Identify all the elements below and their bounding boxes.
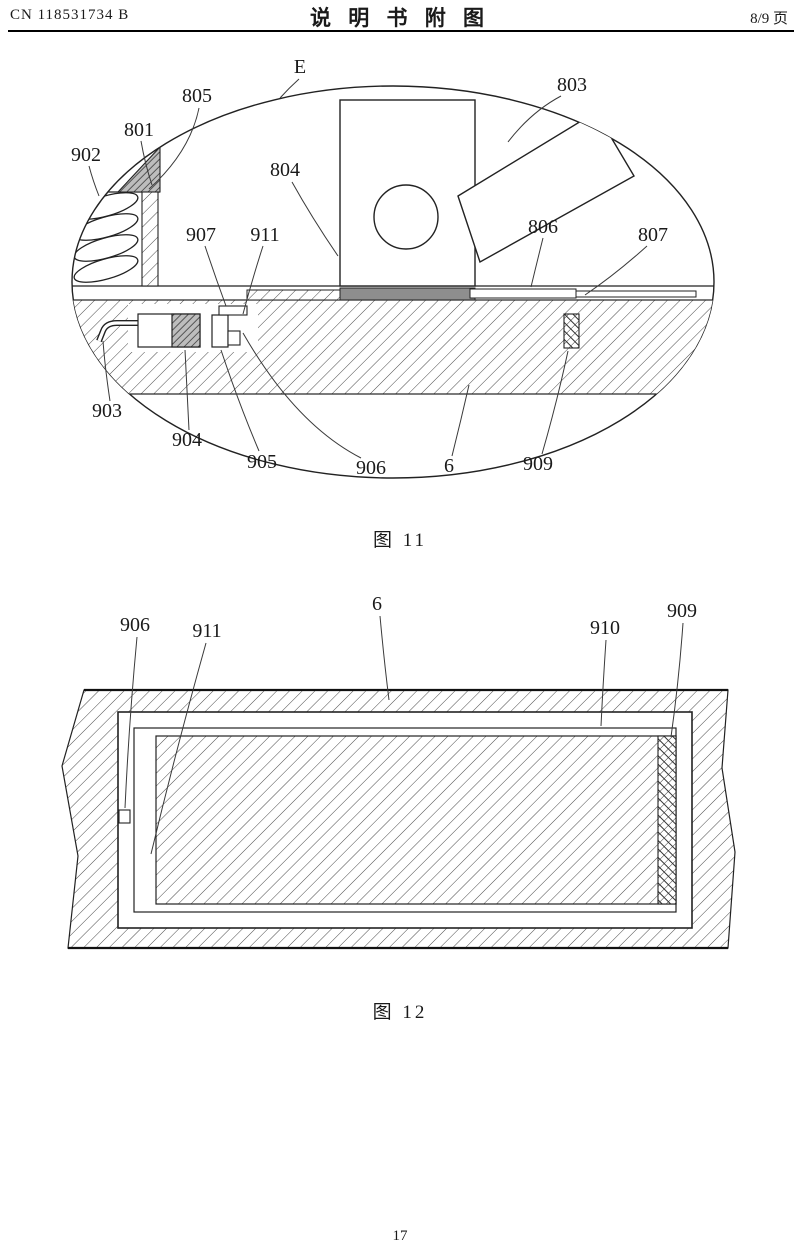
fig11-label-6: 6 [444,455,454,477]
leader-906 [242,332,362,459]
leader-907 [204,245,227,307]
leader-E [279,78,300,99]
damper-909-strip [657,735,677,905]
figure-11: E 805 801 902 804 803 907 911 806 807 90… [71,56,715,479]
fig12-label-910: 910 [590,617,620,639]
figure-12-leaders [124,615,684,855]
column-801 [141,191,159,287]
slider-905 [211,314,229,348]
fig11-label-805: 805 [182,85,212,107]
rod-807 [575,290,697,298]
stop-911 [227,330,241,346]
end-block-904 [171,313,201,348]
leader-906 [124,636,138,809]
page-indicator: 8/9 页 [750,11,788,27]
leader-805 [148,107,200,190]
pivot-hole [373,184,439,250]
insert-hatch [155,735,677,905]
figure-12: 906 911 6 910 909 [61,593,736,950]
fig11-label-903: 903 [92,400,122,422]
fig12-label-911: 911 [192,620,221,642]
pipe-903-bore [97,321,140,342]
leader-910 [600,639,607,727]
leader-911 [150,642,207,855]
fig11-label-801: 801 [124,119,154,141]
fig11-label-806: 806 [528,216,558,238]
figure-11-section [72,99,714,395]
rail-left [246,289,341,301]
fig11-label-906: 906 [356,457,386,479]
fig11-label-911: 911 [250,224,279,246]
fig12-label-909: 909 [667,600,697,622]
figure-12-caption: 图 12 [372,1002,428,1023]
page-number: 17 [392,1228,408,1244]
wedge-805 [116,145,161,193]
leader-905 [220,349,260,452]
swing-arm-803 [457,111,635,264]
patent-number: CN 118531734 B [10,7,130,23]
leader-807 [584,245,648,296]
leader-806 [530,237,544,288]
fig11-label-807: 807 [638,224,668,246]
leader-903 [102,340,111,402]
fig12-label-906: 906 [120,614,150,636]
leader-911 [242,245,264,315]
leader-6 [379,615,390,701]
fig11-label-904: 904 [172,429,202,451]
figure-11-caption: 图 11 [372,530,428,551]
bracket-907 [218,305,248,316]
rail-center [339,287,476,301]
header-divider [8,30,794,32]
leader-902 [88,165,100,197]
fig11-label-803: 803 [557,74,587,96]
fig11-label-E: E [294,56,306,78]
leader-904 [184,349,190,431]
leader-801 [140,140,153,186]
fig11-label-907: 907 [186,224,216,246]
stub-911 [118,809,131,824]
leader-6 [451,384,470,457]
fig11-label-909: 909 [523,453,553,475]
leader-909 [541,350,569,455]
doc-title: 说 明 书 附 图 [310,6,490,30]
fig11-label-902: 902 [71,144,101,166]
figure-11-leaders [88,78,648,459]
fig12-label-6: 6 [372,593,382,615]
fig11-label-905: 905 [247,451,277,473]
fig11-label-804: 804 [270,159,300,181]
leader-909 [670,622,684,738]
leader-803 [507,95,562,143]
leader-804 [291,181,339,257]
damper-909 [563,313,580,349]
plate-806 [469,288,577,299]
